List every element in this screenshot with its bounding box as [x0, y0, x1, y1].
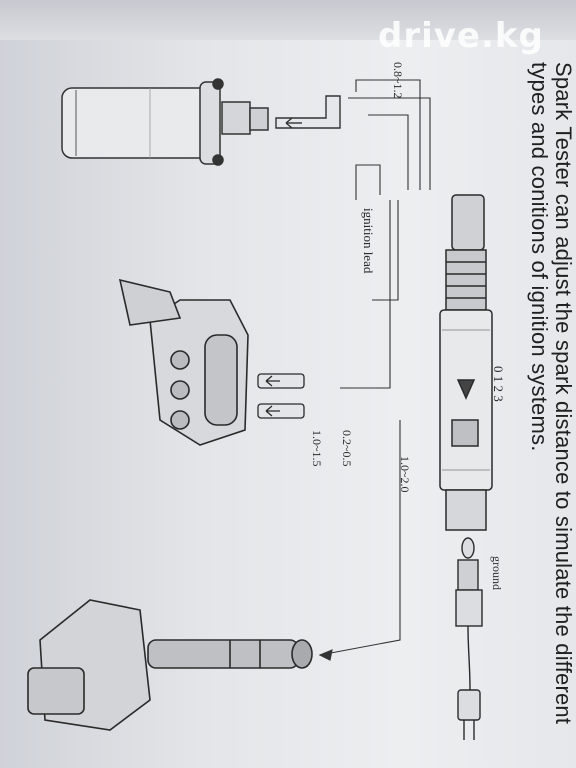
- leader-lines: [318, 79, 431, 661]
- ground-clip-drawing: [455, 537, 483, 740]
- watermark-logo: drive.kg: [378, 16, 544, 56]
- distributor-cap-drawing: [118, 278, 249, 446]
- gap-small-label: 0.2~0.5: [340, 430, 354, 467]
- gap-large-label: 1.0~2.0: [398, 456, 412, 493]
- scale-numbers-label: 0 1 2 3: [491, 366, 506, 402]
- coil-on-plug-drawing: [27, 599, 313, 731]
- ignition-lead-label: ignition lead: [361, 208, 376, 274]
- boot-connector-drawing: [275, 95, 341, 129]
- page-fold: [0, 0, 576, 40]
- ignition-coil-drawing: [61, 78, 269, 166]
- plug-boots-drawing: [257, 373, 305, 419]
- spark-tester-drawing: [439, 194, 493, 531]
- headline-line-1: Spark Tester can adjust the spark distan…: [551, 62, 576, 725]
- gap-plug-label: 1.0~1.5: [310, 430, 324, 467]
- headline-line-2: types and conitions of ignition systems.: [527, 62, 552, 452]
- ground-label: ground: [490, 556, 504, 590]
- gap-coil-label: 0.8~1.2: [391, 62, 405, 99]
